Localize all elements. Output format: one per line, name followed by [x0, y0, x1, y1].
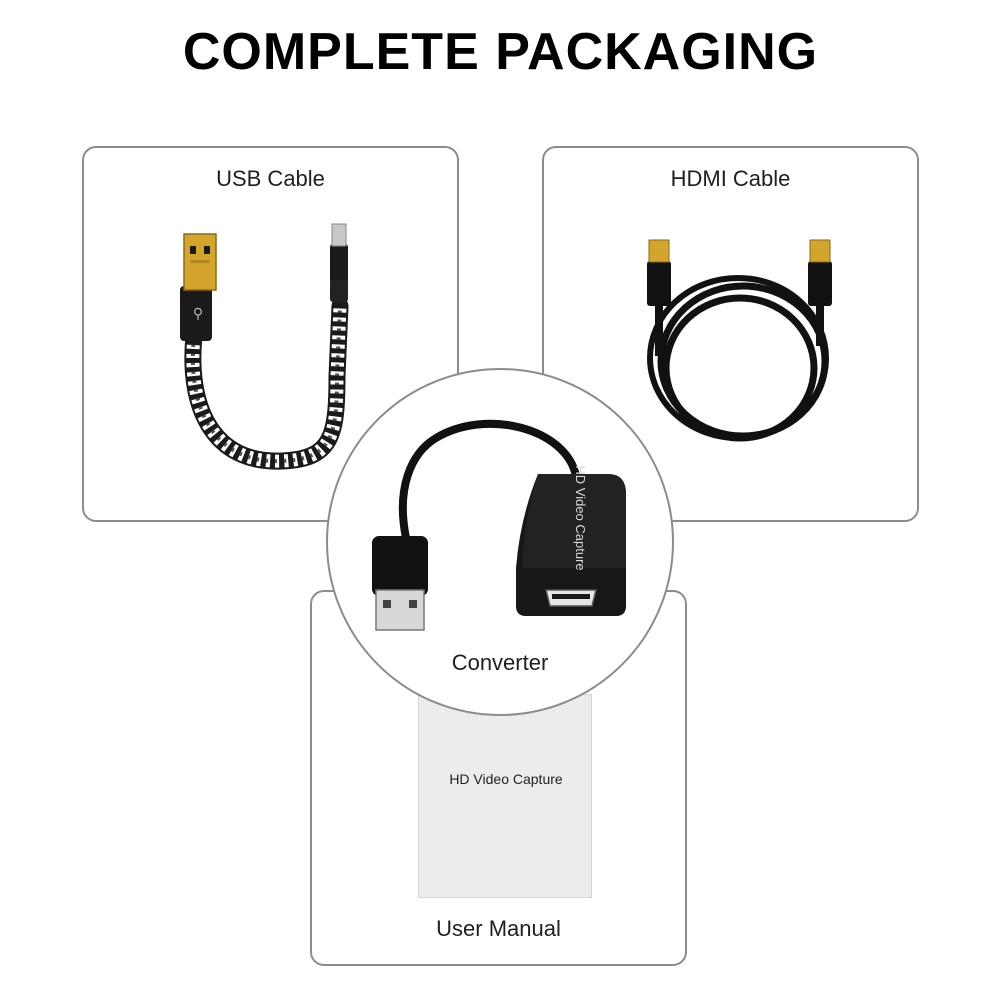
- hdmi-cable-image: [647, 239, 832, 442]
- usb-cable-label: USB Cable: [216, 166, 325, 191]
- user-manual-booklet: HD Video Capture: [418, 694, 592, 898]
- converter-image: HD Video Capture: [372, 419, 626, 631]
- usb-cable-image: ⚲: [180, 223, 349, 470]
- converter-print-text: HD Video Capture: [573, 465, 588, 570]
- converter-label: Converter: [451, 650, 549, 675]
- svg-text:⚲: ⚲: [193, 306, 203, 322]
- user-manual-label: User Manual: [436, 916, 561, 941]
- manual-cover-text: HD Video Capture: [449, 771, 563, 787]
- hdmi-cable-label: HDMI Cable: [670, 166, 791, 191]
- page-title: COMPLETE PACKAGING: [182, 23, 819, 81]
